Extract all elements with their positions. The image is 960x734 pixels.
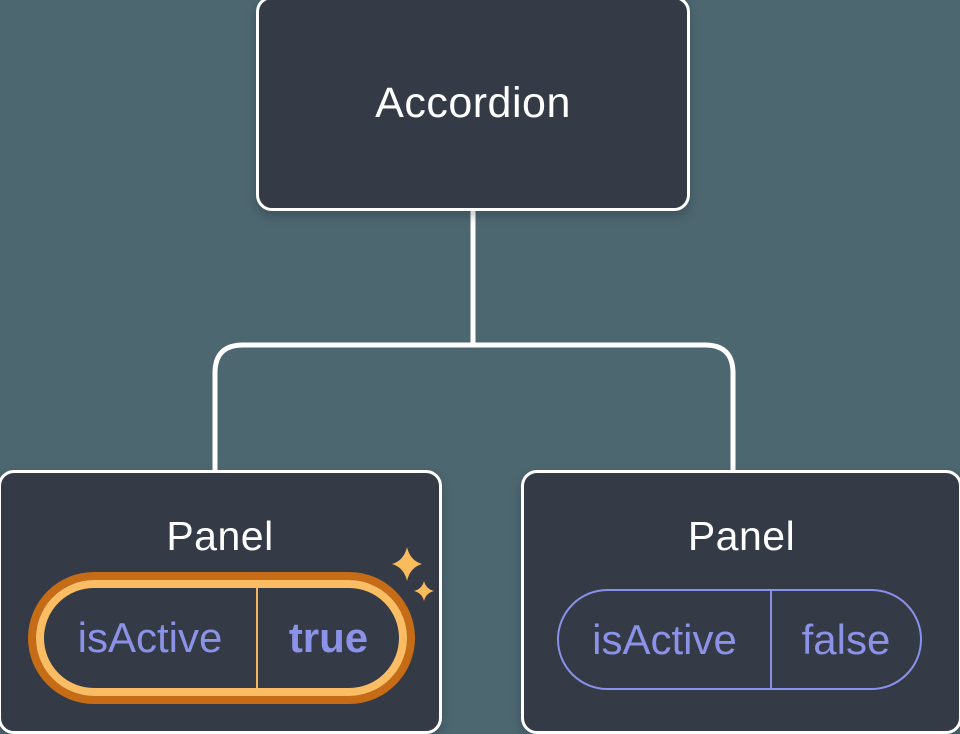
panel-node-label: Panel xyxy=(166,513,274,559)
pill-divider xyxy=(256,588,258,688)
sparkle-small-icon xyxy=(414,581,434,601)
accordion-node: Accordion xyxy=(256,0,690,211)
accordion-node-label: Accordion xyxy=(375,79,571,127)
state-value-label: false xyxy=(801,615,891,663)
state-pill-inactive: isActive false xyxy=(557,589,922,690)
sparkles-icon xyxy=(392,547,434,601)
pill-divider xyxy=(770,591,772,688)
panel-node-active: Panel isActive true xyxy=(0,470,442,734)
state-prop-label: isActive xyxy=(77,614,223,661)
sparkle-large-icon xyxy=(392,547,422,581)
panel-node-label: Panel xyxy=(687,513,796,559)
panel-node-inactive: Panel isActive false xyxy=(521,470,960,734)
state-pill-active: isActive true xyxy=(36,580,407,696)
state-value-label: true xyxy=(288,614,369,661)
state-prop-label: isActive xyxy=(592,615,737,663)
